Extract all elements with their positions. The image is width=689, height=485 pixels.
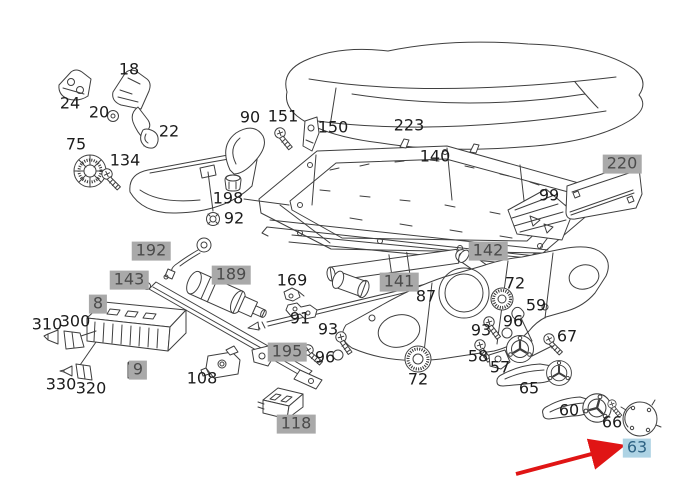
part-sketch-motor-189 xyxy=(186,270,267,318)
part-label-75[interactable]: 75 xyxy=(65,134,87,154)
part-label-195[interactable]: 195 xyxy=(267,342,307,362)
fitting-57-icon xyxy=(505,334,535,364)
part-label-220[interactable]: 220 xyxy=(602,154,642,174)
part-label-143[interactable]: 143 xyxy=(109,270,149,290)
part-label-22[interactable]: 22 xyxy=(158,121,180,141)
nut-96-right-icon xyxy=(501,327,513,339)
part-label-58[interactable]: 58 xyxy=(467,346,489,366)
part-sketch-bracket-108 xyxy=(200,345,241,379)
part-label-108[interactable]: 108 xyxy=(186,368,218,388)
part-sketch-mount-57 xyxy=(488,349,511,370)
part-label-151[interactable]: 151 xyxy=(267,106,299,126)
part-label-330[interactable]: 330 xyxy=(45,374,77,394)
part-label-9[interactable]: 9 xyxy=(128,360,148,380)
part-sketch-plug-330 xyxy=(59,365,73,377)
part-label-63[interactable]: 63 xyxy=(622,438,652,458)
part-label-96[interactable]: 96 xyxy=(314,347,336,367)
part-label-169[interactable]: 169 xyxy=(276,270,308,290)
part-sketch-plug-320 xyxy=(75,363,93,381)
part-sketch-fan-75 xyxy=(73,154,107,188)
part-sketch-cover-63 xyxy=(620,399,662,437)
part-label-72[interactable]: 72 xyxy=(407,369,429,389)
fitting-65-icon xyxy=(545,359,573,387)
part-sketch-nut-198 xyxy=(224,174,290,206)
part-label-141[interactable]: 141 xyxy=(379,272,419,292)
nut-96-left-icon xyxy=(332,349,344,361)
part-label-66[interactable]: 66 xyxy=(601,412,623,432)
part-label-65[interactable]: 65 xyxy=(518,378,540,398)
part-sketch-clip-22 xyxy=(140,128,159,149)
part-sketch-ecu-8 xyxy=(77,301,187,369)
screw-151-icon xyxy=(269,125,299,152)
part-sketch-plug-300 xyxy=(63,330,85,350)
part-sketch-plug-310 xyxy=(43,329,59,345)
part-sketch-bracket-150 xyxy=(302,116,320,152)
part-label-310[interactable]: 310 xyxy=(31,314,63,334)
part-label-118[interactable]: 118 xyxy=(276,414,316,434)
part-sketch-cushion-223 xyxy=(285,41,644,150)
part-sketch-bracket-24 xyxy=(58,69,92,101)
part-sketch-knob-72-right xyxy=(490,287,514,311)
part-sketch-linkage-169 xyxy=(283,287,305,302)
part-label-8[interactable]: 8 xyxy=(88,294,108,314)
part-label-18[interactable]: 18 xyxy=(118,59,140,79)
part-label-223[interactable]: 223 xyxy=(393,115,425,135)
part-label-99[interactable]: 99 xyxy=(538,185,560,205)
part-sketch-washer-92 xyxy=(206,212,220,226)
part-label-198[interactable]: 198 xyxy=(212,188,244,208)
part-label-142[interactable]: 142 xyxy=(468,241,508,261)
part-label-91[interactable]: 91 xyxy=(289,308,311,328)
part-label-192[interactable]: 192 xyxy=(131,241,171,261)
part-label-20[interactable]: 20 xyxy=(88,102,110,122)
part-label-150[interactable]: 150 xyxy=(317,117,349,137)
part-label-90[interactable]: 90 xyxy=(239,107,261,127)
part-label-300[interactable]: 300 xyxy=(59,311,91,331)
part-sketch-loop-90 xyxy=(225,127,265,175)
part-sketch-knob-72-bottom xyxy=(404,345,432,373)
part-label-134[interactable]: 134 xyxy=(109,150,141,170)
selection-arrow xyxy=(515,438,626,476)
part-sketch-bracket-99 xyxy=(507,188,574,241)
part-sketch-grommet-20 xyxy=(107,110,119,122)
part-sketch-flexshaft-192 xyxy=(163,237,212,280)
part-label-87[interactable]: 87 xyxy=(415,286,437,306)
part-label-140[interactable]: 140 xyxy=(419,146,451,166)
part-label-93[interactable]: 93 xyxy=(470,320,492,340)
leader-67 xyxy=(531,345,553,357)
part-label-96[interactable]: 96 xyxy=(502,311,524,331)
part-label-72[interactable]: 72 xyxy=(504,273,526,293)
part-label-59[interactable]: 59 xyxy=(525,295,547,315)
part-sketch-clip-59 xyxy=(511,306,533,342)
part-label-60[interactable]: 60 xyxy=(558,400,580,420)
part-label-92[interactable]: 92 xyxy=(223,208,245,228)
part-label-67[interactable]: 67 xyxy=(556,326,578,346)
part-label-24[interactable]: 24 xyxy=(59,93,81,113)
part-label-93[interactable]: 93 xyxy=(317,319,339,339)
part-label-320[interactable]: 320 xyxy=(75,378,107,398)
part-label-189[interactable]: 189 xyxy=(211,265,251,285)
part-sketch-linkage-91 xyxy=(285,302,318,320)
part-sketch-actuator-141 xyxy=(326,248,469,299)
part-sketch-switch-118 xyxy=(257,387,304,424)
part-label-57[interactable]: 57 xyxy=(489,357,511,377)
